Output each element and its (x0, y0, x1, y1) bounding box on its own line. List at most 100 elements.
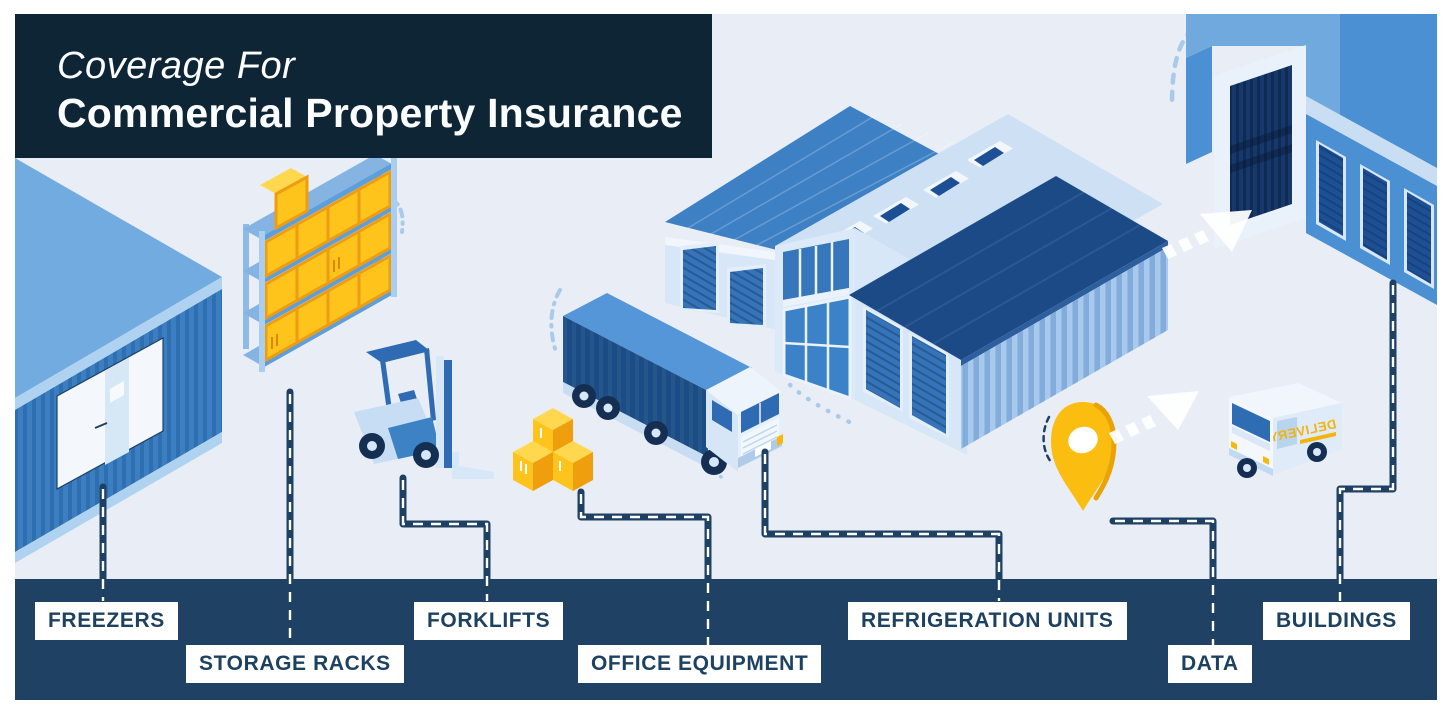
garage-door-slats (912, 336, 946, 434)
title-line1: Coverage For (57, 45, 296, 87)
crate (357, 169, 392, 227)
wheel-hub (367, 441, 377, 451)
freezer-eave (15, 277, 222, 410)
van-hood (1232, 426, 1270, 451)
arrow-to-building-icon (1162, 210, 1252, 259)
forklift-roof-post (380, 359, 392, 412)
freezer-roof (15, 158, 222, 398)
forklift-mast (436, 356, 444, 468)
license-plate (755, 441, 771, 457)
freezer-base-strip (15, 432, 222, 563)
wheel-hub (603, 403, 613, 413)
label-chip-data: DATA (1168, 645, 1252, 683)
garage-door-slats (866, 310, 900, 408)
connector-dashes (763, 454, 1001, 601)
refrigeration-roof-edge (961, 241, 1168, 366)
garage-door-slats (683, 246, 716, 310)
building-eave (1306, 96, 1437, 186)
van-headlight (1263, 456, 1269, 465)
pin-body (1051, 402, 1115, 511)
warehouse-illustration (665, 106, 1168, 455)
arrow-head (1147, 391, 1199, 430)
wheel-hub (1313, 448, 1321, 456)
buildings-illustration (1186, 14, 1437, 305)
connector-lines (99, 279, 1397, 648)
cargo-truck-illustration (563, 293, 783, 475)
cab-side-window (712, 400, 732, 432)
forklift-illustration (354, 340, 494, 479)
door-band (1230, 125, 1292, 154)
frame-right (1437, 0, 1452, 720)
wheel-hub (579, 391, 589, 401)
arrow-dash (1125, 422, 1140, 437)
arrow-to-van-icon (1109, 391, 1199, 444)
arrow-dash (1194, 230, 1209, 245)
crate-row-upper (264, 169, 392, 279)
grille-lines (742, 424, 778, 455)
box-right-face (573, 452, 593, 491)
label-chip-storage-racks: STORAGE RACKS (186, 645, 404, 683)
arrow-dash (1162, 244, 1177, 259)
warehouse-eave (665, 237, 782, 261)
crate (357, 211, 392, 269)
garage-door-slats (1363, 168, 1387, 260)
frame-left (0, 0, 15, 720)
connector-dashes (401, 480, 489, 601)
facade-sill-band (783, 288, 849, 307)
crate-row-middle (264, 211, 392, 321)
van-side-window (1277, 417, 1297, 449)
connector-dashes (1338, 285, 1395, 601)
connector-office-equipment (577, 488, 712, 648)
wheel-hub (421, 450, 431, 460)
building-roof-face (1186, 14, 1212, 58)
garage-door-slats (1319, 144, 1343, 236)
pin-dashed-arc (1042, 415, 1053, 464)
door-band (1230, 144, 1292, 173)
title-block: Coverage For Commercial Property Insuran… (15, 14, 712, 158)
forklift-canopy (366, 340, 430, 363)
warehouse-gable-roof (665, 106, 980, 251)
glass-door-mullions (783, 301, 851, 390)
building-garage-doors (1316, 140, 1434, 289)
storage-rack-illustration (243, 150, 397, 372)
label-chip-buildings: BUILDINGS (1263, 602, 1410, 640)
garage-door-slats (1407, 192, 1431, 284)
facade-window-mullions (798, 242, 834, 297)
arrow-dash (1141, 415, 1156, 430)
van-headlight (1231, 441, 1237, 450)
frame-top (0, 0, 1452, 14)
rack-front-post (391, 157, 397, 297)
pin-hole (1068, 426, 1098, 454)
forklift-forks (452, 452, 494, 479)
label-chip-freezers: FREEZERS (35, 602, 178, 640)
wheel-hub (1243, 464, 1251, 472)
rack-front-post (259, 231, 265, 372)
box-marks (520, 428, 561, 474)
wheel-hub (709, 457, 719, 467)
crate-marks (271, 257, 340, 349)
truck-headlight (777, 434, 783, 446)
forklift-mast-inner (444, 360, 452, 468)
forklift-roof-post (424, 348, 436, 421)
freezer-person-door (105, 358, 129, 465)
label-chip-forklifts: FORKLIFTS (414, 602, 564, 640)
van-windshield (1232, 403, 1270, 442)
box-left-face (513, 452, 533, 491)
cab-roof (706, 367, 782, 415)
refrigeration-corrugated-face (961, 247, 1168, 449)
rack-back-post (243, 224, 249, 349)
refrigeration-unit-illustration (849, 176, 1168, 449)
container-side (563, 316, 708, 457)
crate (357, 253, 392, 311)
freezer-door-handle (94, 422, 108, 429)
connector-dashes (1115, 519, 1215, 645)
box-left-face (553, 452, 573, 491)
cargo-boxes-illustration (513, 408, 593, 491)
crate-row-bottom (264, 253, 392, 363)
label-chip-refrigeration-units: REFRIGERATION UNITS (848, 602, 1127, 640)
loading-bay-door (1230, 65, 1292, 225)
van-roof (1229, 383, 1342, 418)
